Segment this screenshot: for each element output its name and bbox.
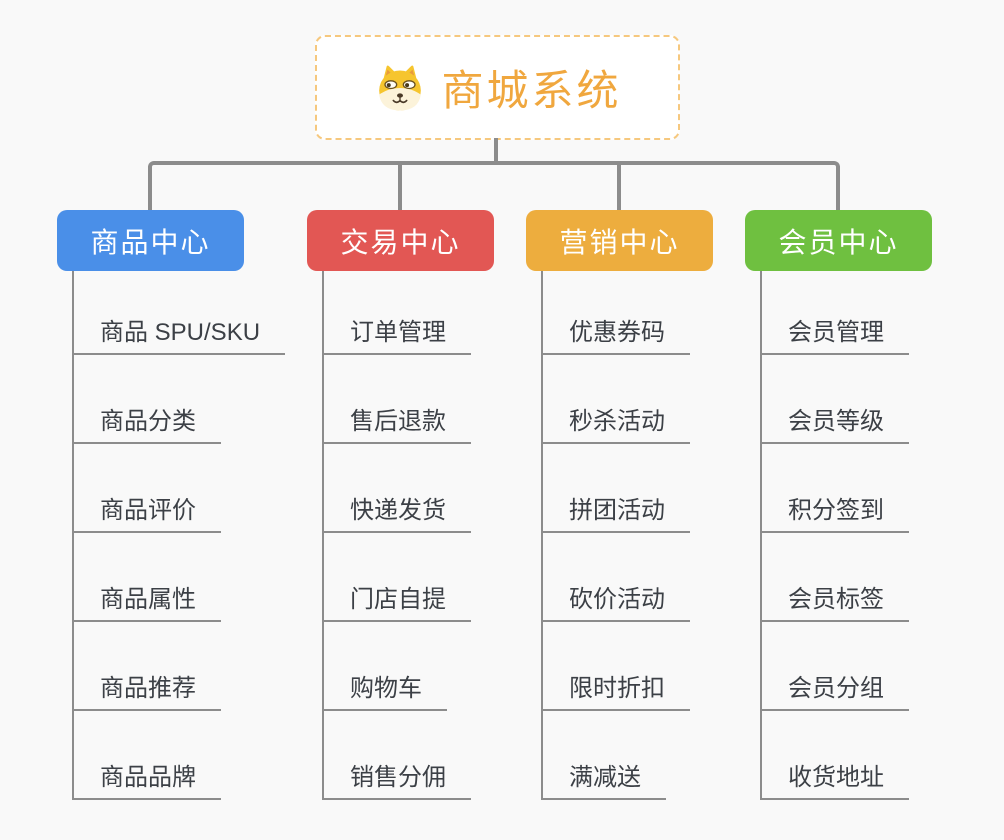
leaf-label: 商品分类 <box>100 408 196 435</box>
leaf-label: 商品推荐 <box>100 675 196 702</box>
leaf-label: 会员管理 <box>788 319 884 346</box>
leaf-label: 会员分组 <box>788 675 884 702</box>
branch-drop-connector-3 <box>617 161 621 210</box>
leaf-label: 积分签到 <box>788 497 884 524</box>
leaf-item-product-review[interactable]: 商品评价 <box>74 444 221 533</box>
leaf-label: 限时折扣 <box>569 675 665 702</box>
dog-face-icon <box>379 65 422 110</box>
branch-drop-connector-2 <box>398 161 402 210</box>
leaf-label: 售后退款 <box>350 408 446 435</box>
branch-node-product-center[interactable]: 商品中心 <box>57 210 244 271</box>
root-stub-connector <box>494 138 498 165</box>
leaf-item-order-management[interactable]: 订单管理 <box>324 271 471 355</box>
leaf-label: 商品 SPU/SKU <box>100 319 261 346</box>
leaf-label: 会员标签 <box>788 586 884 613</box>
branch-label: 会员中心 <box>778 226 899 258</box>
leaf-label: 满减送 <box>569 764 641 791</box>
leaf-label: 销售分佣 <box>350 764 446 791</box>
leaf-label: 门店自提 <box>350 586 446 613</box>
leaf-item-store-pickup[interactable]: 门店自提 <box>324 533 471 622</box>
leaf-item-product-brand[interactable]: 商品品牌 <box>74 711 221 800</box>
leaf-item-flash-sale[interactable]: 秒杀活动 <box>543 355 690 444</box>
leaf-item-points-checkin[interactable]: 积分签到 <box>762 444 909 533</box>
branch-node-member-center[interactable]: 会员中心 <box>745 210 932 271</box>
leaf-item-product-attribute[interactable]: 商品属性 <box>74 533 221 622</box>
branch-label: 营销中心 <box>559 226 680 258</box>
branch-children-member: 会员管理 会员等级 积分签到 会员标签 会员分组 收货地址 <box>760 271 909 800</box>
leaf-item-shipping-address[interactable]: 收货地址 <box>762 711 909 800</box>
leaf-item-product-spu-sku[interactable]: 商品 SPU/SKU <box>74 271 286 355</box>
leaf-item-product-category[interactable]: 商品分类 <box>74 355 221 444</box>
leaf-item-member-level[interactable]: 会员等级 <box>762 355 909 444</box>
leaf-item-express-delivery[interactable]: 快递发货 <box>324 444 471 533</box>
leaf-label: 砍价活动 <box>569 586 665 613</box>
leaf-label: 订单管理 <box>350 319 446 346</box>
leaf-label: 快递发货 <box>350 497 446 524</box>
root-title: 商城系统 <box>441 67 622 114</box>
leaf-item-coupon-code[interactable]: 优惠券码 <box>543 271 690 355</box>
leaf-label: 拼团活动 <box>569 497 665 524</box>
leaf-label: 收货地址 <box>788 764 884 791</box>
leaf-item-aftersale-refund[interactable]: 售后退款 <box>324 355 471 444</box>
leaf-label: 购物车 <box>350 675 422 702</box>
leaf-label: 秒杀活动 <box>569 408 665 435</box>
root-node-mall-system[interactable]: 商城系统 <box>315 35 680 140</box>
branch-label: 交易中心 <box>340 226 461 258</box>
leaf-item-limited-time-discount[interactable]: 限时折扣 <box>543 622 690 711</box>
leaf-label: 会员等级 <box>788 408 884 435</box>
leaf-item-member-management[interactable]: 会员管理 <box>762 271 909 355</box>
branch-connector-frame <box>148 161 840 210</box>
leaf-item-group-buy[interactable]: 拼团活动 <box>543 444 690 533</box>
branch-children-marketing: 优惠券码 秒杀活动 拼团活动 砍价活动 限时折扣 满减送 <box>541 271 690 800</box>
branch-node-marketing-center[interactable]: 营销中心 <box>526 210 713 271</box>
leaf-item-shopping-cart[interactable]: 购物车 <box>324 622 447 711</box>
leaf-item-spend-and-save[interactable]: 满减送 <box>543 711 666 800</box>
leaf-item-sales-commission[interactable]: 销售分佣 <box>324 711 471 800</box>
branch-label: 商品中心 <box>90 226 211 258</box>
leaf-item-bargain-activity[interactable]: 砍价活动 <box>543 533 690 622</box>
leaf-label: 商品评价 <box>100 497 196 524</box>
leaf-item-member-tag[interactable]: 会员标签 <box>762 533 909 622</box>
branch-node-trade-center[interactable]: 交易中心 <box>307 210 494 271</box>
leaf-item-product-recommend[interactable]: 商品推荐 <box>74 622 221 711</box>
leaf-item-member-group[interactable]: 会员分组 <box>762 622 909 711</box>
branch-children-trade: 订单管理 售后退款 快递发货 门店自提 购物车 销售分佣 <box>322 271 471 800</box>
leaf-label: 优惠券码 <box>569 319 665 346</box>
leaf-label: 商品品牌 <box>100 764 196 791</box>
leaf-label: 商品属性 <box>100 586 196 613</box>
branch-children-product: 商品 SPU/SKU 商品分类 商品评价 商品属性 商品推荐 商品品牌 <box>72 271 286 800</box>
